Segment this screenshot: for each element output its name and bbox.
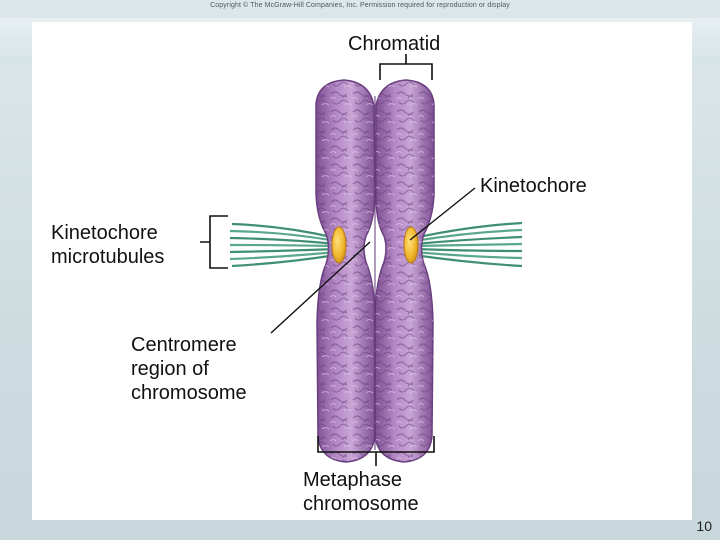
label-metaphase-line2: chromosome <box>303 493 419 515</box>
label-chromatid: Chromatid <box>348 33 441 55</box>
left-chromatid <box>315 79 376 463</box>
label-centromere-line1: Centromere <box>131 334 237 356</box>
label-kinetochore-microtubules-line2: microtubules <box>51 246 165 268</box>
label-metaphase-line1: Metaphase <box>303 469 402 491</box>
right-chromatid <box>374 79 435 463</box>
microtubules-bracket <box>200 215 228 269</box>
centromere-leader-line <box>270 241 371 334</box>
label-centromere-line3: chromosome <box>131 382 247 404</box>
label-kinetochore-microtubules-line1: Kinetochore <box>51 222 158 244</box>
kinetochore-microtubules-left <box>229 222 337 268</box>
label-centromere-line2: region of <box>131 358 209 380</box>
kinetochore-right <box>403 226 419 264</box>
copyright-notice: Copyright © The McGraw-Hill Companies, I… <box>210 2 510 9</box>
metaphase-bracket <box>317 436 435 466</box>
page-number: 10 <box>696 518 712 534</box>
label-kinetochore: Kinetochore <box>480 175 587 197</box>
kinetochore-left <box>331 226 347 264</box>
chromatid-bracket <box>379 54 433 80</box>
kinetochore-leader-line <box>409 187 476 241</box>
kinetochore-microtubules-right <box>413 221 523 268</box>
